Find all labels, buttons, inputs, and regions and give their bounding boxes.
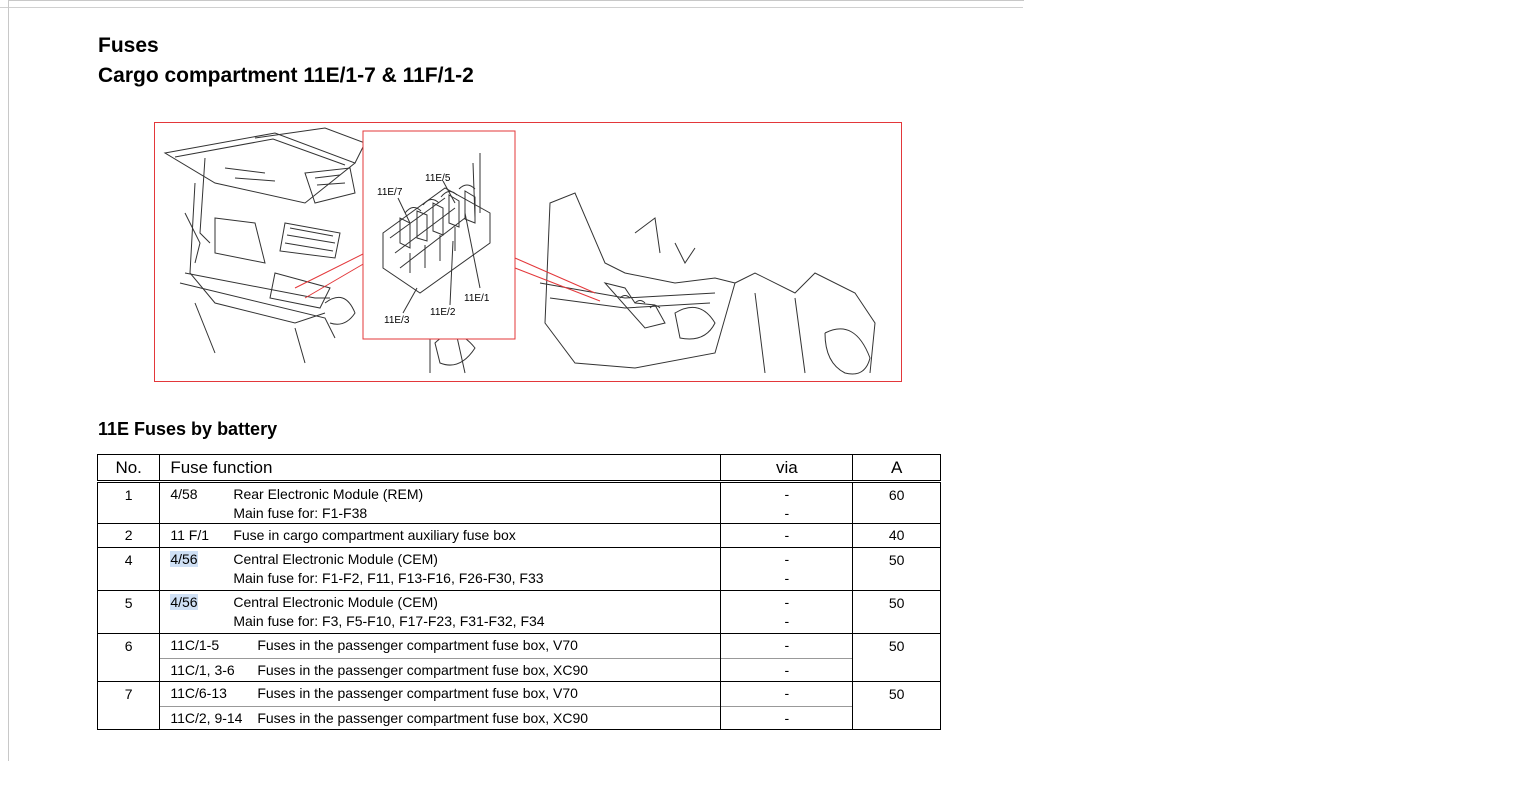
page-title: Fuses [98, 34, 159, 57]
via-value: - [784, 551, 790, 567]
fuse-code: 11C/6-13 [170, 685, 227, 701]
row-number: 4 [124, 552, 133, 568]
cargo-compartment-illustration: 11E/7 11E/5 11E/1 11E/2 11E/3 [163, 127, 876, 375]
amp-rating: 50 [888, 638, 905, 654]
fuse-description: Fuse in cargo compartment auxiliary fuse… [233, 527, 516, 543]
section-title: 11E Fuses by battery [98, 419, 278, 439]
fuse-code [160, 569, 233, 588]
header-amps: A [852, 454, 941, 483]
via-value: - [784, 527, 790, 543]
fuse-table: No. Fuse function via A 1 4/58 Rear Elect… [96, 454, 941, 730]
label-11e5: 11E/5 [425, 173, 451, 184]
via-value: - [784, 486, 790, 502]
table-row: 1 4/58 Rear Electronic Module (REM) Main … [96, 481, 941, 524]
page-frame [8, 0, 1024, 761]
amp-rating: 60 [888, 487, 905, 503]
table-row: 5 4/56 Central Electronic Module (CEM) Ma… [96, 590, 941, 634]
fuse-code: 11C/1, 3-6 [170, 662, 235, 678]
fuse-description: Fuses in the passenger compartment fuse … [257, 637, 578, 653]
fuse-description: Central Electronic Module (CEM) [233, 551, 438, 567]
table-row: 4 4/56 Central Electronic Module (CEM) Ma… [96, 547, 941, 591]
via-value: - [784, 594, 790, 610]
fuse-description: Central Electronic Module (CEM) [233, 594, 438, 610]
label-11e1: 11E/1 [464, 293, 490, 304]
via-value: - [721, 706, 853, 729]
row-number: 6 [124, 638, 133, 654]
amp-rating: 50 [888, 686, 905, 702]
table-header-row: No. Fuse function via A [96, 454, 941, 483]
fuse-code: 4/58 [170, 486, 198, 502]
row-number: 1 [124, 487, 133, 503]
fuse-code-highlighted: 4/56 [170, 551, 198, 567]
fuse-location-figure: 11E/7 11E/5 11E/1 11E/2 11E/3 [154, 122, 902, 382]
amp-rating: 50 [888, 595, 905, 611]
fuse-description: Fuses in the passenger compartment fuse … [257, 710, 589, 726]
header-via: via [720, 454, 854, 483]
fuse-description: Rear Electronic Module (REM) [233, 486, 424, 502]
fuse-code: 11C/1-5 [170, 637, 220, 653]
fuse-description: Main fuse for: F3, F5-F10, F17-F23, F31-… [233, 613, 545, 629]
top-divider [0, 7, 1023, 8]
row-number: 7 [124, 686, 133, 702]
row-number: 5 [124, 595, 133, 611]
header-function: Fuse function [159, 454, 722, 483]
amp-rating: 50 [888, 552, 905, 568]
table-row: 2 11 F/1 Fuse in cargo compartment auxili… [96, 523, 941, 548]
via-value: - [784, 637, 790, 653]
page-subtitle: Cargo compartment 11E/1-7 & 11F/1-2 [98, 64, 474, 87]
label-11e7: 11E/7 [377, 187, 403, 198]
header-no: No. [96, 454, 161, 483]
fuse-description: Fuses in the passenger compartment fuse … [257, 685, 578, 701]
fuse-code [160, 612, 233, 631]
row-number: 2 [124, 527, 133, 543]
fuse-description: Main fuse for: F1-F2, F11, F13-F16, F26-… [233, 570, 544, 586]
fuse-description: Main fuse for: F1-F38 [233, 505, 368, 521]
fuse-code-highlighted: 4/56 [170, 594, 198, 610]
via-value: - [721, 658, 853, 681]
fuse-code [160, 504, 233, 523]
label-11e2: 11E/2 [430, 307, 456, 318]
via-value: - [784, 613, 790, 629]
via-value: - [784, 685, 790, 701]
via-value: - [784, 505, 790, 521]
amp-rating: 40 [888, 527, 905, 543]
label-11e3: 11E/3 [384, 315, 410, 326]
fuse-code: 11C/2, 9-14 [170, 710, 243, 726]
via-value: - [784, 570, 790, 586]
fuse-code: 11 F/1 [170, 527, 209, 543]
fuse-description: Fuses in the passenger compartment fuse … [257, 662, 589, 678]
